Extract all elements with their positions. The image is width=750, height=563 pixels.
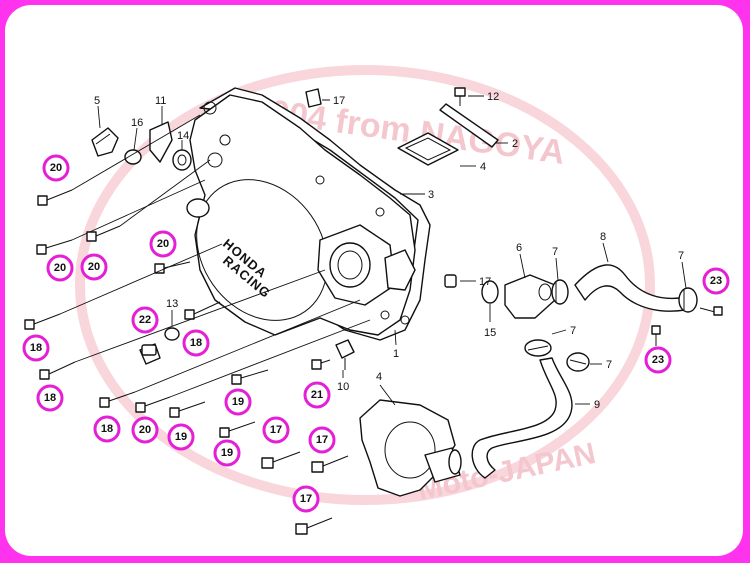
circled-callouts: 20 20 20 20 20 18 18 18 18 22 19 19 19 2… (22, 154, 730, 513)
leader-lines (97, 95, 687, 406)
clamp-bolt-23b (651, 325, 661, 346)
bolt-12 (454, 87, 466, 106)
label-13: 13 (166, 298, 178, 310)
callout-19: 19 (167, 423, 195, 451)
svg-text:18: 18 (30, 342, 42, 354)
callout-22: 22 (131, 306, 159, 334)
svg-text:20: 20 (54, 262, 66, 274)
dowel-pin-right (444, 274, 457, 288)
drain-plug-22 (139, 343, 161, 365)
washer-13 (164, 327, 180, 341)
hose-clamp-7c (524, 339, 552, 357)
svg-text:23: 23 (710, 275, 722, 287)
water-pump-cover (359, 399, 462, 497)
o-ring-15 (481, 280, 499, 304)
callout-18: 18 (36, 384, 64, 412)
label-3: 3 (428, 189, 434, 201)
svg-text:17: 17 (316, 434, 328, 446)
label-7d: 7 (606, 359, 612, 371)
label-17-right: 17 (479, 276, 491, 288)
label-4-window: 4 (480, 161, 486, 173)
callout-17: 17 (308, 426, 336, 454)
hose-clamp-7b (678, 287, 698, 313)
svg-text:19: 19 (232, 396, 244, 408)
svg-text:19: 19 (221, 447, 233, 459)
callout-17: 17 (262, 416, 290, 444)
bolts-left (24, 114, 371, 535)
clutch-cover-gasket (199, 87, 431, 341)
fitting-10 (335, 339, 355, 370)
clutch-cover: HONDA RACING (186, 94, 416, 336)
bracket-11 (149, 121, 173, 163)
callout-19: 19 (213, 439, 241, 467)
callout-19: 19 (224, 388, 252, 416)
label-14: 14 (177, 130, 189, 142)
svg-text:22: 22 (139, 314, 151, 326)
part-numbers: 5 16 11 14 17 12 2 4 3 17 15 6 7 8 7 7 7… (94, 91, 684, 411)
inspection-window (397, 132, 459, 166)
svg-text:17: 17 (270, 424, 282, 436)
callout-20: 20 (80, 253, 108, 281)
callout-20: 20 (131, 416, 159, 444)
svg-text:21: 21 (311, 389, 323, 401)
svg-text:18: 18 (101, 423, 113, 435)
label-12: 12 (487, 91, 499, 103)
svg-text:18: 18 (190, 337, 202, 349)
label-7b: 7 (678, 250, 684, 262)
callout-18: 18 (22, 334, 50, 362)
svg-text:20: 20 (50, 162, 62, 174)
label-15: 15 (484, 327, 496, 339)
label-1: 1 (393, 348, 399, 360)
svg-text:23: 23 (652, 354, 664, 366)
water-pipe-6 (504, 274, 556, 319)
label-7c: 7 (570, 325, 576, 337)
svg-text:20: 20 (88, 261, 100, 273)
label-7a: 7 (552, 246, 558, 258)
label-10: 10 (337, 381, 349, 393)
svg-text:20: 20 (139, 424, 151, 436)
callout-18: 18 (93, 415, 121, 443)
svg-text:19: 19 (175, 431, 187, 443)
callout-17: 17 (292, 485, 320, 513)
callout-20: 20 (46, 254, 74, 282)
callout-20: 20 (149, 230, 177, 258)
label-4-pump: 4 (376, 371, 382, 383)
label-11: 11 (155, 95, 166, 107)
label-16: 16 (131, 117, 143, 129)
callout-18: 18 (182, 329, 210, 357)
callout-23: 23 (644, 346, 672, 374)
strap-2 (439, 103, 499, 148)
diagram-frame: 2004 from NAGOYA Moto-JAPAN HONDA RACING (5, 5, 743, 556)
label-8: 8 (600, 231, 606, 243)
label-9: 9 (594, 399, 600, 411)
hose-9 (471, 357, 573, 479)
parts-diagram: 2004 from NAGOYA Moto-JAPAN HONDA RACING (22, 65, 730, 535)
callout-20: 20 (42, 154, 70, 182)
hose-clamp-7a (551, 279, 569, 305)
oil-filler-cap (91, 127, 119, 157)
callout-23: 23 (702, 267, 730, 295)
label-5: 5 (94, 95, 100, 107)
hose-clamp-7d (566, 352, 590, 372)
callout-21: 21 (303, 381, 331, 409)
svg-text:18: 18 (44, 392, 56, 404)
svg-text:17: 17 (300, 493, 312, 505)
clamp-bolt-23a (699, 306, 723, 316)
label-6: 6 (516, 242, 522, 254)
label-2: 2 (512, 138, 518, 150)
o-ring-16 (124, 149, 142, 165)
seal-14 (172, 149, 192, 171)
dowel-pin-top (305, 88, 322, 108)
hose-8 (574, 264, 686, 312)
svg-text:20: 20 (157, 238, 169, 250)
label-17-top: 17 (333, 95, 345, 107)
